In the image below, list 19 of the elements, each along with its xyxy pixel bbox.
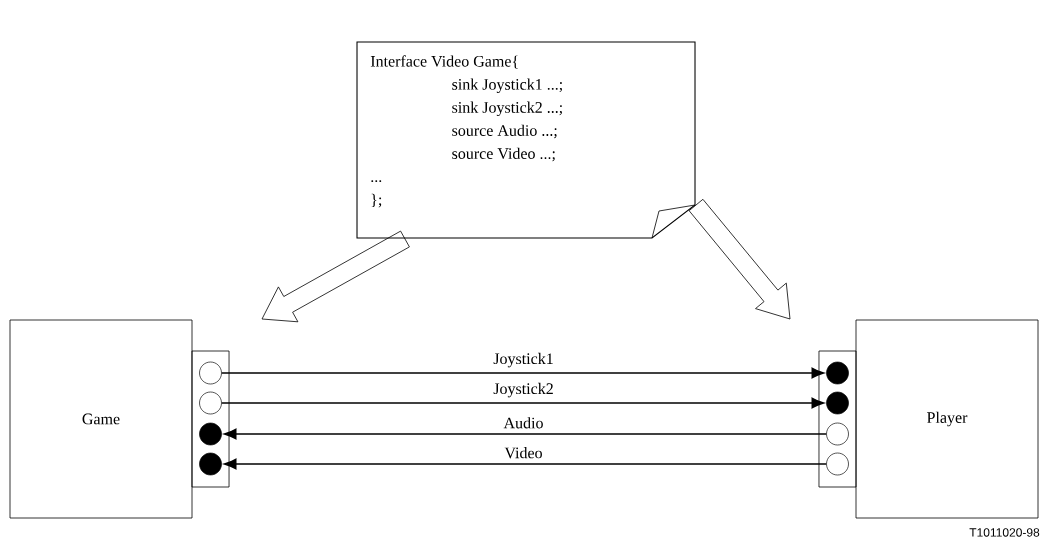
- device-box: Game: [9, 319, 193, 519]
- port-circle: [199, 361, 222, 385]
- port-circle: [826, 422, 849, 446]
- arrow: [221, 397, 825, 409]
- arrow: [223, 428, 827, 440]
- edge-label: Video: [504, 447, 542, 459]
- block-arrow: [688, 198, 791, 320]
- port-strip: [818, 350, 857, 488]
- arrow: [221, 367, 825, 379]
- port-circle: [199, 391, 222, 415]
- arrow: [223, 458, 827, 470]
- port-circle: [826, 452, 849, 476]
- edge-label: Joystick2: [493, 382, 553, 398]
- document-note: Interface Video Game{ sink Joystick1 ...; sink Joystick2 ...; source Audio ...; source Video ...; ... };: [356, 41, 696, 239]
- edge-label: Audio: [503, 417, 543, 429]
- device-box: Player: [855, 319, 1039, 519]
- block-arrow: [261, 230, 410, 323]
- edge-label: Joystick1: [493, 352, 553, 368]
- port-strip: [191, 350, 230, 488]
